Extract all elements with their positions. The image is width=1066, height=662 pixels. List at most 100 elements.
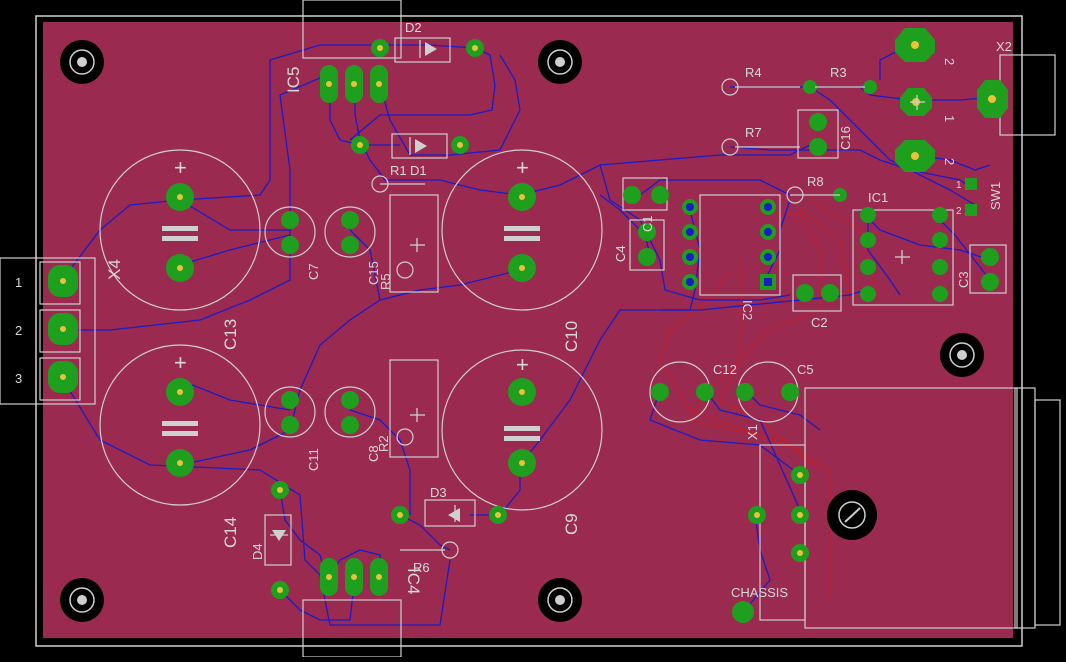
label-d1: D1 bbox=[410, 163, 427, 178]
trace bbox=[354, 85, 521, 196]
c14-outline bbox=[99, 344, 261, 506]
mounting-hole-top-mid bbox=[538, 40, 582, 84]
label-d4: D4 bbox=[250, 543, 265, 560]
trace bbox=[179, 269, 521, 466]
trace bbox=[599, 164, 791, 301]
pad-group bbox=[166, 39, 999, 623]
trace bbox=[649, 389, 801, 476]
c14-plus-mark: + bbox=[174, 350, 187, 375]
label-c12: C12 bbox=[713, 362, 737, 377]
via-pads bbox=[686, 203, 772, 286]
label-r5: R5 bbox=[378, 273, 393, 290]
silkscreen-marks bbox=[270, 40, 925, 551]
label-r8: R8 bbox=[807, 174, 824, 189]
c10-outline bbox=[441, 149, 603, 311]
trace bbox=[349, 229, 421, 301]
label-d3: D3 bbox=[430, 485, 447, 500]
polarity-marks: + + + + bbox=[174, 155, 529, 377]
label-c10: C10 bbox=[562, 321, 581, 352]
trace bbox=[809, 86, 976, 206]
trace bbox=[61, 377, 451, 626]
pads bbox=[48, 28, 1008, 623]
mounting-hole-top-left bbox=[60, 40, 104, 84]
trace bbox=[349, 44, 496, 141]
x4-pin-2-label: 2 bbox=[15, 323, 22, 338]
trace bbox=[179, 379, 291, 411]
c10-plus-mark: + bbox=[516, 155, 529, 180]
label-c5: C5 bbox=[797, 362, 814, 377]
x2-pin-1-label: 1 bbox=[942, 115, 957, 122]
label-r7: R7 bbox=[745, 125, 762, 140]
label-c14: C14 bbox=[221, 517, 240, 548]
trace bbox=[279, 574, 356, 621]
trace bbox=[744, 389, 821, 431]
mounting-hole-right bbox=[940, 333, 984, 377]
silkscreen-labels: C13 C14 C10 C9 IC5 IC4 X4 bbox=[105, 67, 581, 595]
trace bbox=[660, 209, 701, 311]
label-ic5: IC5 bbox=[284, 67, 303, 93]
label-c11: C11 bbox=[306, 448, 321, 471]
trace bbox=[599, 194, 651, 256]
x4-pin-1-label: 1 bbox=[15, 275, 22, 290]
trace bbox=[744, 514, 771, 611]
label-x2: X2 bbox=[996, 39, 1012, 54]
label-r3: R3 bbox=[830, 65, 847, 80]
ic1-outline bbox=[852, 209, 954, 306]
large-cap-outlines bbox=[99, 149, 603, 511]
label-c8: C8 bbox=[366, 445, 381, 462]
trace bbox=[349, 409, 411, 515]
c9-outline bbox=[441, 349, 603, 511]
label-ic1: IC1 bbox=[868, 190, 888, 205]
label-c2: C2 bbox=[811, 315, 828, 330]
mounting-hole-bottom-mid bbox=[538, 578, 582, 622]
bottom-trace bbox=[809, 199, 881, 301]
trace bbox=[729, 146, 976, 191]
trace bbox=[179, 234, 291, 266]
trace bbox=[279, 489, 326, 576]
label-ic2: IC2 bbox=[740, 300, 755, 320]
mounting-hole-bottom-left bbox=[60, 578, 104, 622]
label-c7: C7 bbox=[306, 263, 321, 280]
mounting-holes bbox=[60, 40, 984, 622]
label-c13: C13 bbox=[221, 319, 240, 350]
trace bbox=[704, 389, 801, 511]
board-outline bbox=[35, 15, 1023, 647]
trace bbox=[399, 514, 451, 551]
label-c4: C4 bbox=[613, 245, 628, 262]
sw1-pin-1-label: 1 bbox=[956, 180, 962, 191]
large-cap-symbols bbox=[162, 226, 540, 441]
label-r1: R1 bbox=[390, 163, 407, 178]
x2-pin-2b-label: 2 bbox=[942, 158, 957, 165]
sw1-pin-2-label: 2 bbox=[956, 206, 962, 217]
label-c16: C16 bbox=[838, 126, 853, 150]
diode-symbols bbox=[272, 42, 460, 541]
c13-plus-mark: + bbox=[174, 155, 187, 180]
trace bbox=[639, 179, 791, 196]
trace bbox=[519, 139, 821, 196]
trace bbox=[329, 85, 400, 146]
label-r4: R4 bbox=[745, 65, 762, 80]
label-c1: C1 bbox=[640, 215, 655, 232]
label-sw1: SW1 bbox=[988, 182, 1003, 210]
label-r6: R6 bbox=[413, 560, 430, 575]
bottom-trace bbox=[719, 260, 821, 471]
board-copper-area bbox=[43, 22, 1013, 638]
x2-pin-2a-label: 2 bbox=[942, 58, 957, 65]
trace bbox=[179, 199, 290, 231]
bottom-trace bbox=[799, 209, 851, 301]
ic2-outline bbox=[699, 194, 781, 296]
label-c15: C15 bbox=[366, 261, 381, 285]
label-chassis: CHASSIS bbox=[731, 585, 788, 600]
label-c3: C3 bbox=[956, 271, 971, 288]
label-c9: C9 bbox=[562, 513, 581, 535]
x1-mount-hole bbox=[827, 490, 877, 540]
c9-plus-mark: + bbox=[516, 352, 529, 377]
trace bbox=[470, 465, 521, 516]
x4-outline bbox=[0, 257, 96, 405]
c13-outline bbox=[99, 149, 261, 311]
label-d2: D2 bbox=[405, 20, 422, 35]
x4-pin-3-label: 3 bbox=[15, 371, 22, 386]
